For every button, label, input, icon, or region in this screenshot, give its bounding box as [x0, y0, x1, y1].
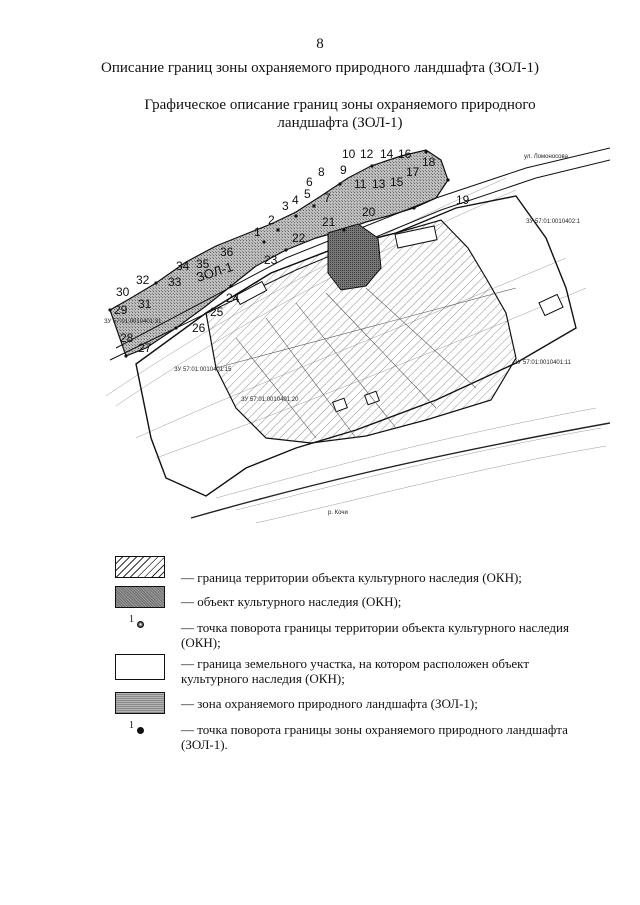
point-label: 19 [456, 193, 470, 207]
site-plan-map: ЗУ 57:01:0010402:1 ЗУ 57:01:0010401:31 З… [96, 138, 610, 530]
point-label: 12 [360, 147, 374, 161]
hatch-swatch [115, 556, 165, 578]
point-dot-icon [137, 727, 144, 734]
map-title: Графическое описание границ зоны охраняе… [144, 97, 536, 131]
point-label: 5 [304, 187, 311, 201]
point-label: 22 [292, 231, 306, 245]
point-label: 28 [120, 331, 134, 345]
turning-points: 1 2 3 4 5 6 7 8 9 10 11 12 13 14 15 16 1… [114, 147, 470, 355]
parcel-label: ЗУ 57:01:0010401:31 [104, 319, 162, 325]
point-label: 2 [268, 213, 275, 227]
legend-text: — объект культурного наследия (ОКН); [181, 594, 402, 609]
point-label: 25 [210, 305, 224, 319]
point-number: 1 [129, 720, 134, 731]
point-label: 17 [406, 165, 420, 179]
page-title: Описание границ зоны охраняемого природн… [100, 60, 540, 76]
division-lines [215, 287, 517, 439]
point-label: 3 [282, 199, 289, 213]
point-label: 24 [226, 291, 240, 305]
point-label: 16 [398, 147, 412, 161]
river-label: р. Кочи [328, 510, 348, 516]
turning-point-dots [108, 150, 450, 358]
page-number: 8 [316, 36, 324, 52]
point-number: 1 [129, 614, 134, 625]
point-label: 10 [342, 147, 356, 161]
point-label: 21 [322, 215, 336, 229]
point-label: 23 [264, 253, 278, 267]
zol-point-symbol: 1 [123, 718, 153, 744]
parcel-label: ЗУ 57:01:0010401:20 [241, 397, 299, 403]
point-label: 30 [116, 285, 130, 299]
point-label: 4 [292, 193, 299, 207]
point-label: 14 [380, 147, 394, 161]
point-dot-icon [137, 621, 144, 628]
point-label: 18 [422, 155, 436, 169]
point-label: 26 [192, 321, 206, 335]
point-label: 20 [362, 205, 376, 219]
okn-swatch [115, 586, 165, 608]
point-label: 35 [196, 257, 210, 271]
point-label: 27 [138, 341, 152, 355]
point-label: 8 [318, 165, 325, 179]
legend-text: — зона охраняемого природного ландшафта … [181, 696, 478, 711]
point-label: 11 [354, 177, 367, 191]
point-label: 9 [340, 163, 347, 177]
point-label: 29 [114, 303, 128, 317]
zone-swatch [115, 692, 165, 714]
okn-point-symbol: 1 [123, 612, 153, 638]
point-label: 33 [168, 275, 182, 289]
legend-text: — точка поворота границы территории объе… [181, 620, 569, 650]
plain-swatch [115, 654, 165, 680]
legend-text: — граница земельного участка, на котором… [181, 656, 530, 686]
point-label: 31 [138, 297, 152, 311]
parcel-label: ЗУ 57:01:0010402:1 [526, 219, 581, 225]
parcel-label: ЗУ 57:01:0010401:15 [174, 367, 232, 373]
point-label: 15 [390, 175, 404, 189]
street-label: ул. Ломоносова [524, 154, 569, 160]
point-label: 32 [136, 273, 150, 287]
river [190, 422, 610, 519]
point-label: 13 [372, 177, 386, 191]
okn-object [327, 223, 382, 291]
legend-text: — граница территории объекта культурного… [181, 570, 522, 585]
point-label: 1 [254, 225, 261, 239]
legend-text: — точка поворота границы зоны охраняемог… [181, 722, 568, 752]
point-label: 34 [176, 259, 190, 273]
site-plan-svg: ЗУ 57:01:0010402:1 ЗУ 57:01:0010401:31 З… [104, 147, 610, 524]
point-label: 7 [324, 191, 331, 205]
point-label: 36 [220, 245, 234, 259]
parcel-label: ЗУ 57:01:0010401:11 [514, 360, 572, 366]
point-label: 6 [306, 175, 313, 189]
